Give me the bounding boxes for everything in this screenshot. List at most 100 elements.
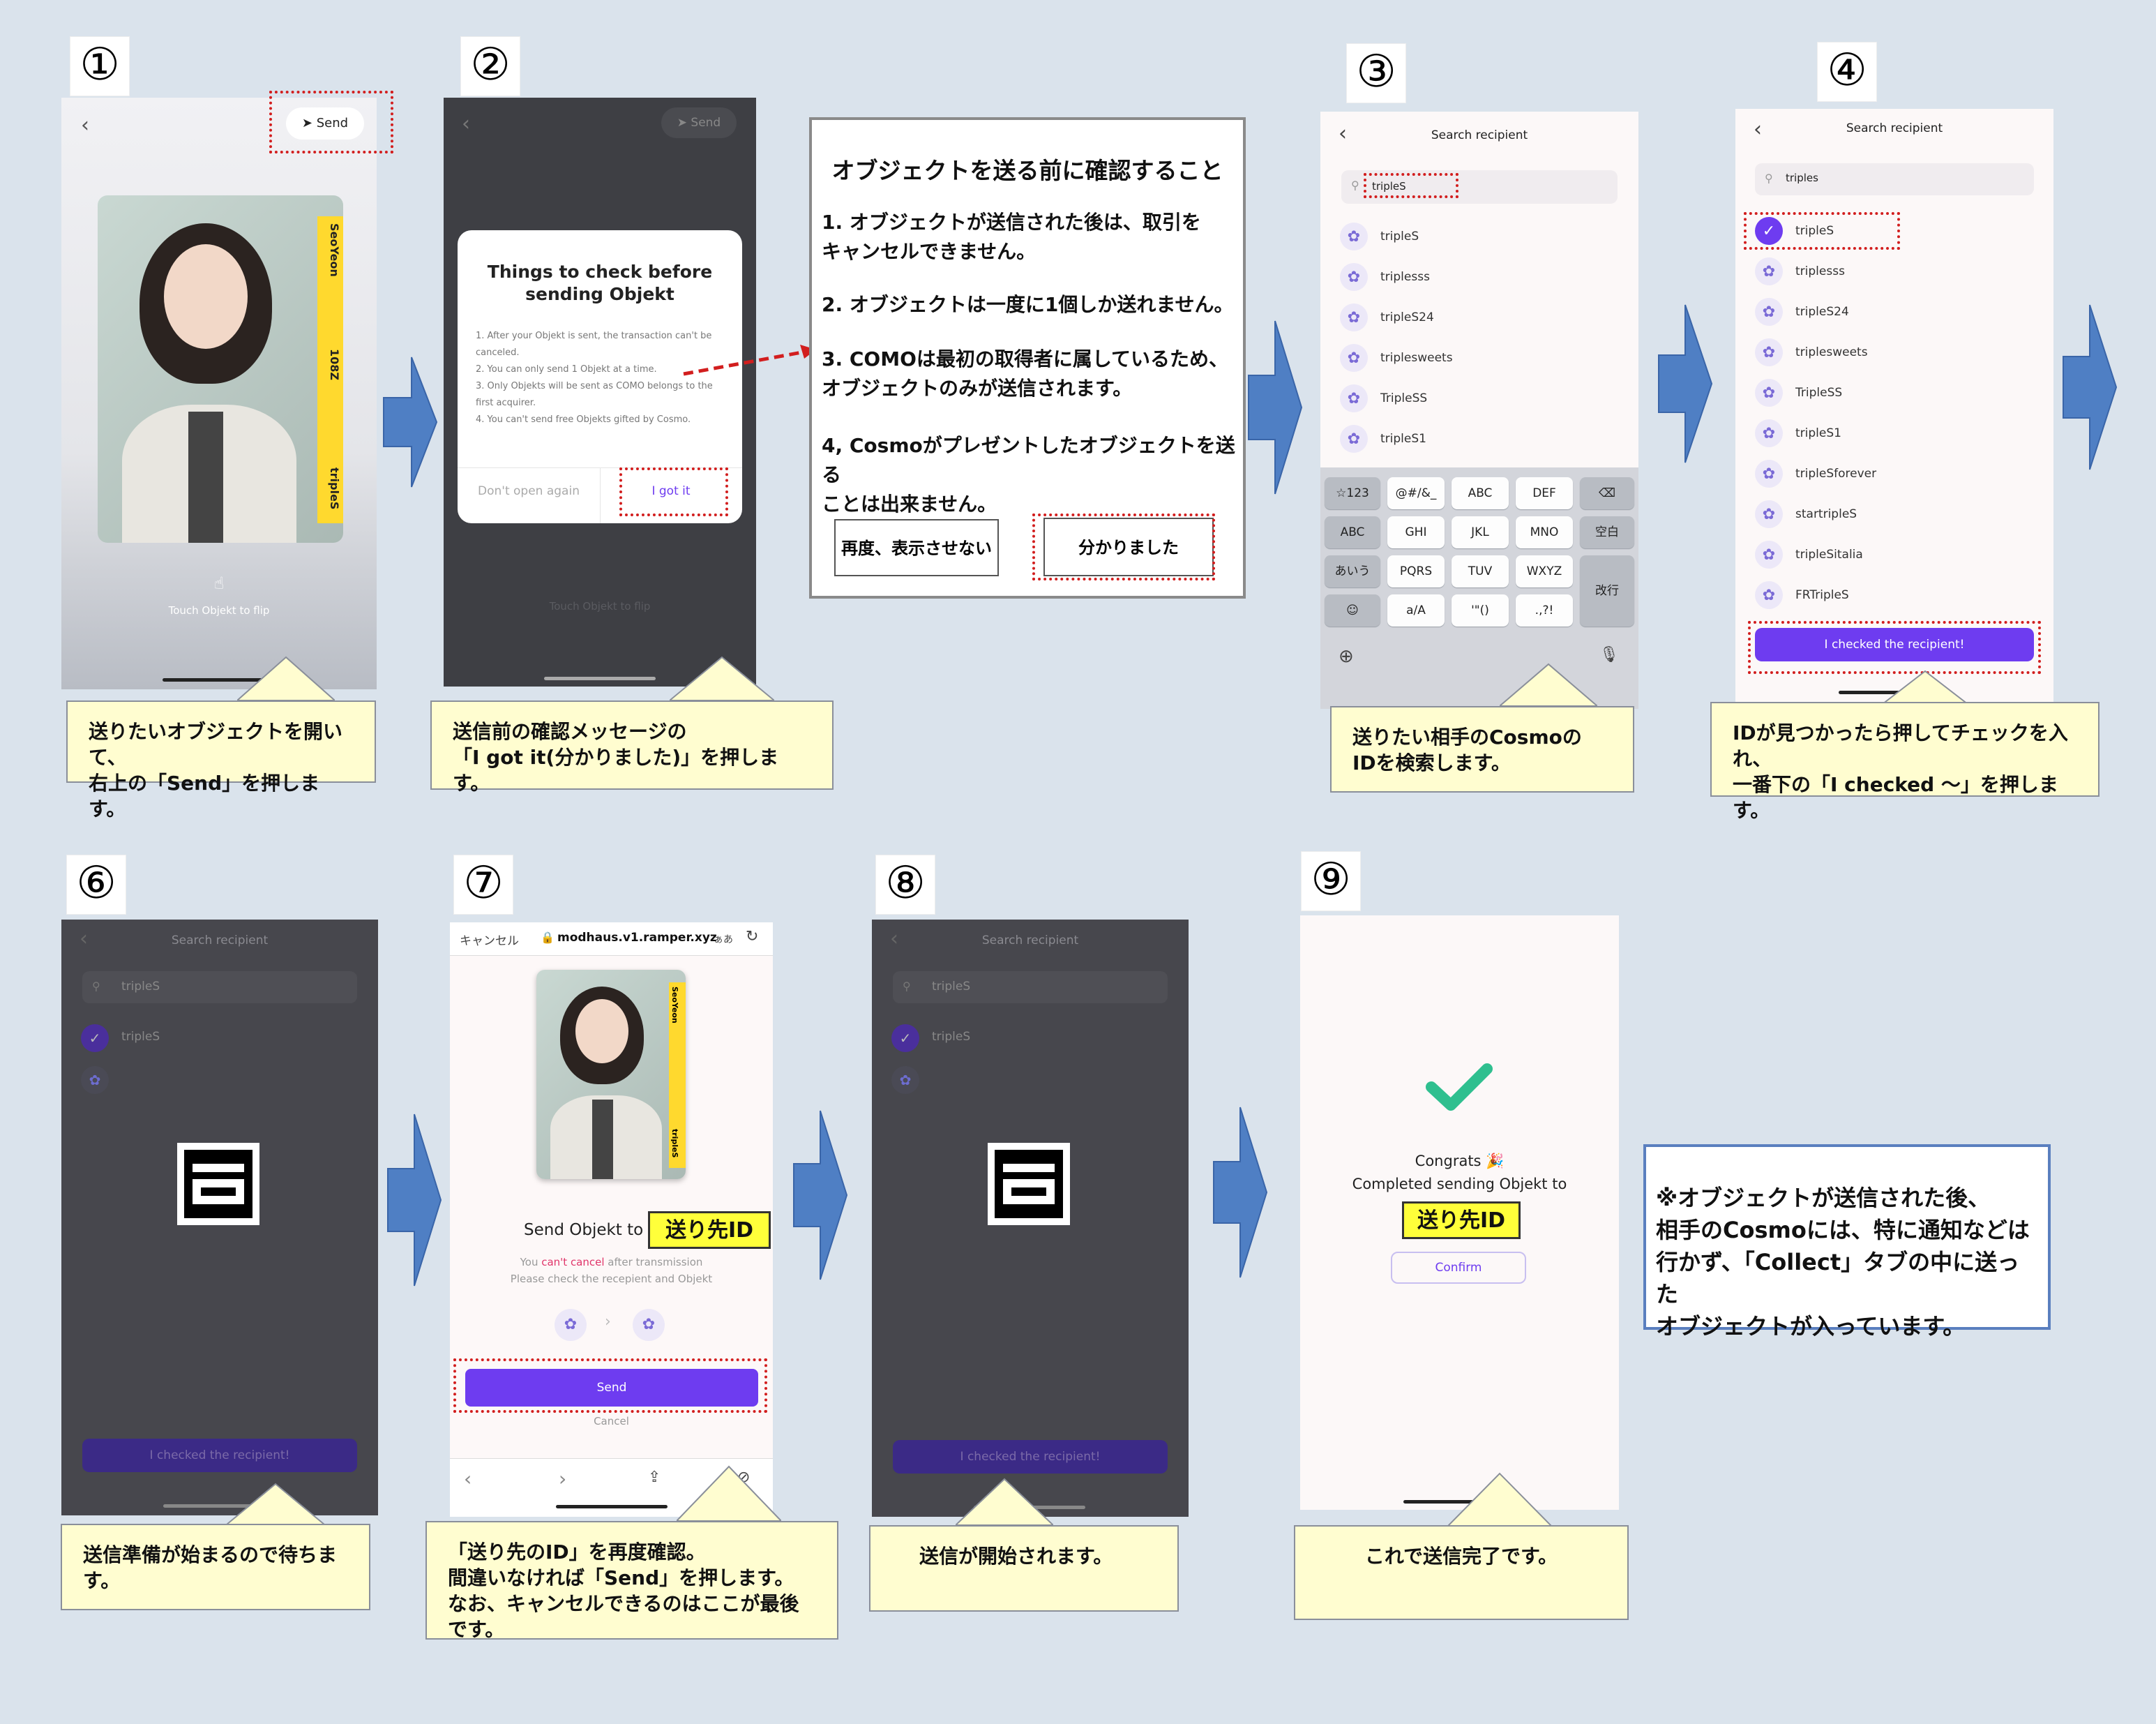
search-input[interactable]: ⚲ triples: [1755, 163, 2034, 195]
objekt-card: SeoYeon tripleS: [536, 970, 686, 1179]
list-item[interactable]: ✿tripleS1: [1735, 416, 2053, 451]
list-item[interactable]: ✿TripleSS: [1320, 381, 1638, 416]
list-item[interactable]: ✿tripleS: [1320, 219, 1638, 254]
key[interactable]: @#/&_: [1387, 477, 1445, 509]
octopus-avatar-icon: ✿: [1340, 263, 1368, 291]
list-item[interactable]: ✿tripleS24: [1320, 300, 1638, 335]
i-got-it-button[interactable]: I got it: [651, 484, 691, 498]
key[interactable]: MNO: [1516, 516, 1573, 548]
success-check-icon: [1426, 1063, 1493, 1111]
forward-icon[interactable]: ›: [559, 1467, 567, 1490]
jp-item-1: 1. オブジェクトが送信された後は、取引を キャンセルできません。: [822, 211, 1201, 263]
selected-recipient: tripleS: [121, 1030, 160, 1044]
key-symbols[interactable]: ☆123: [1325, 477, 1380, 509]
recipient-id-placeholder: 送り先ID: [1402, 1201, 1521, 1239]
callout-tail: [956, 1478, 1053, 1526]
dialog-body: 1. After your Objekt is sent, the transa…: [476, 331, 713, 425]
list-item[interactable]: ✿triplesss: [1320, 260, 1638, 294]
octopus-avatar-icon: ✿: [81, 1066, 109, 1094]
emoji-key-icon[interactable]: ☺: [1325, 594, 1380, 627]
phone-screen-step2: ‹ ➤ Send Things to check before sending …: [444, 98, 756, 687]
key[interactable]: DEF: [1516, 477, 1573, 509]
home-indicator: [1839, 691, 1950, 694]
list-item[interactable]: ✿tripleSforever: [1735, 456, 2053, 491]
list-item[interactable]: ✿FRTripleS: [1735, 578, 2053, 613]
search-icon: ⚲: [1765, 172, 1773, 185]
reload-icon[interactable]: ↻: [746, 928, 759, 945]
back-chevron-icon: ‹: [462, 112, 470, 136]
back-chevron-icon[interactable]: ‹: [1339, 121, 1347, 146]
list-item-selected[interactable]: ✓tripleS: [1735, 213, 2053, 248]
dont-open-again-button[interactable]: Don't open again: [478, 484, 580, 498]
browser-cancel-button[interactable]: キャンセル: [460, 934, 519, 948]
callout-tail: [237, 656, 335, 701]
key[interactable]: '"(): [1452, 594, 1509, 627]
list-item[interactable]: ✿tripleSitalia: [1735, 537, 2053, 572]
confirm-dialog: Things to check before sending Objekt 1.…: [458, 230, 742, 523]
step-number-6: ⑥: [66, 855, 126, 915]
octopus-avatar-icon: ✿: [1340, 223, 1368, 250]
recipient-avatar-icon: ✿: [633, 1309, 665, 1341]
key[interactable]: ABC: [1325, 516, 1380, 548]
key[interactable]: a/A: [1387, 594, 1445, 627]
step-number-2: ②: [460, 36, 520, 96]
list-item[interactable]: ✿triplesss: [1735, 254, 2053, 289]
send-button[interactable]: ➤ Send: [286, 107, 364, 140]
search-input[interactable]: ⚲ tripleS: [1341, 170, 1618, 204]
back-chevron-icon[interactable]: ‹: [1754, 117, 1762, 142]
flow-arrow-right-icon: [2063, 304, 2118, 470]
back-chevron-icon[interactable]: ‹: [81, 113, 89, 137]
list-item[interactable]: ✿triplesweets: [1735, 335, 2053, 370]
globe-icon[interactable]: ⊕: [1339, 646, 1354, 667]
phone-screen-step6: ‹ Search recipient ⚲ tripleS ✓ tripleS ✿…: [61, 920, 378, 1515]
list-item[interactable]: ✿startripleS: [1735, 497, 2053, 532]
key[interactable]: GHI: [1387, 516, 1445, 548]
warning-line-1: You can't cancel after transmission: [520, 1256, 703, 1268]
step-number-7: ⑦: [453, 855, 513, 915]
list-item[interactable]: ✿triplesweets: [1320, 340, 1638, 375]
octopus-avatar-icon: ✿: [1755, 338, 1783, 366]
text-size-button[interactable]: ぁあ: [714, 934, 733, 945]
list-item[interactable]: ✿tripleS1: [1320, 421, 1638, 456]
highlight-checked-button: [1748, 621, 2041, 674]
octopus-avatar-icon: ✿: [1755, 419, 1783, 447]
microphone-icon[interactable]: 🎙: [1599, 646, 1619, 664]
card-member-name: SeoYeon: [328, 223, 341, 277]
cancel-button[interactable]: Cancel: [594, 1415, 629, 1427]
confirm-button[interactable]: Confirm: [1391, 1252, 1526, 1284]
dialog-title: Things to check before sending Objekt: [487, 262, 713, 304]
key[interactable]: TUV: [1452, 555, 1509, 587]
key[interactable]: JKL: [1452, 516, 1509, 548]
back-icon[interactable]: ‹: [464, 1467, 472, 1490]
objekt-card[interactable]: SeoYeon 108Z tripleS: [98, 195, 343, 543]
list-item[interactable]: ✿tripleS24: [1735, 294, 2053, 329]
return-key[interactable]: 改行: [1580, 555, 1634, 627]
step-number-9: ⑨: [1301, 851, 1361, 911]
header-title: Search recipient: [171, 934, 269, 947]
key[interactable]: WXYZ: [1516, 555, 1573, 587]
send-icon: ➤: [301, 116, 317, 130]
i-checked-recipient-button[interactable]: I checked the recipient!: [1755, 628, 2034, 661]
card-side-strip: SeoYeon tripleS: [669, 982, 686, 1168]
delete-key-icon[interactable]: ⌫: [1580, 477, 1634, 509]
key[interactable]: ABC: [1452, 477, 1509, 509]
key[interactable]: PQRS: [1387, 555, 1445, 587]
space-key[interactable]: 空白: [1580, 516, 1634, 548]
jp-translation-dialog: オブジェクトを送る前に確認すること 1. オブジェクトが送信された後は、取引を …: [809, 117, 1246, 599]
callout-step3: 送りたい相手のCosmoの IDを検索します。: [1330, 706, 1634, 793]
card-brand: tripleS: [328, 467, 341, 510]
browser-url[interactable]: modhaus.v1.ramper.xyz: [557, 931, 717, 945]
list-item[interactable]: ✿TripleSS: [1735, 375, 2053, 410]
card-number: 108Z: [328, 349, 341, 380]
search-icon: ⚲: [1351, 179, 1359, 192]
card-side-strip: SeoYeon 108Z tripleS: [317, 216, 343, 523]
callout-tail: [1447, 1472, 1552, 1527]
key[interactable]: .,?!: [1516, 594, 1573, 627]
search-query: tripleS: [121, 980, 160, 994]
highlight-jp-ok: [1032, 514, 1215, 580]
share-icon[interactable]: ⇪: [648, 1469, 661, 1486]
jp-dont-show-button[interactable]: 再度、表示させない: [834, 519, 999, 576]
send-button[interactable]: Send: [465, 1369, 758, 1407]
flow-arrow-right-icon: [387, 1114, 442, 1287]
key[interactable]: あいう: [1325, 555, 1380, 587]
